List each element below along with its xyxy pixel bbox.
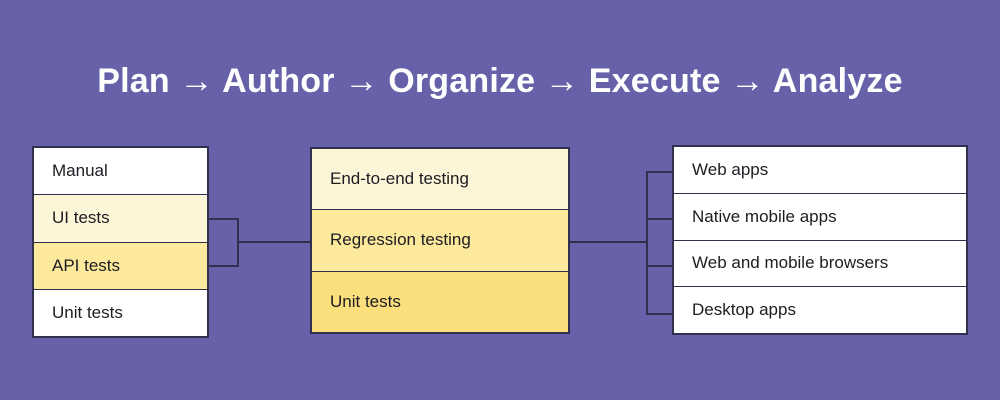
right-bracket-stub-web-apps	[646, 171, 674, 173]
diagram-title: Plan → Author → Organize → Execute → Ana…	[97, 62, 903, 100]
platforms-cell-web-and-mobile-browsers[interactable]: Web and mobile browsers	[674, 240, 966, 288]
right-bracket-stub-native-mobile	[646, 218, 674, 220]
test-types-cell-ui-tests[interactable]: UI tests	[34, 195, 207, 243]
right-bracket-stub-browsers	[646, 265, 674, 267]
test-types-column: Manual UI tests API tests Unit tests	[32, 146, 209, 338]
platforms-column: Web apps Native mobile apps Web and mobi…	[672, 145, 968, 335]
left-bracket-feed-line	[237, 241, 311, 243]
test-types-cell-manual[interactable]: Manual	[34, 148, 207, 196]
platforms-cell-native-mobile-apps[interactable]: Native mobile apps	[674, 193, 966, 241]
test-levels-cell-unit-tests[interactable]: Unit tests	[312, 271, 568, 332]
left-bracket-stub-api-tests	[209, 265, 239, 267]
right-bracket-spine	[646, 171, 648, 315]
test-levels-cell-regression-testing[interactable]: Regression testing	[312, 210, 568, 272]
right-bracket-feed-line	[570, 241, 648, 243]
right-bracket-stub-desktop-apps	[646, 313, 674, 315]
platforms-cell-web-apps[interactable]: Web apps	[674, 147, 966, 194]
test-types-cell-unit-tests[interactable]: Unit tests	[34, 289, 207, 336]
test-levels-cell-end-to-end-testing[interactable]: End-to-end testing	[312, 149, 568, 211]
platforms-cell-desktop-apps[interactable]: Desktop apps	[674, 287, 966, 333]
left-bracket-stub-ui-tests	[209, 218, 239, 220]
test-levels-column: End-to-end testing Regression testing Un…	[310, 147, 570, 334]
test-types-cell-api-tests[interactable]: API tests	[34, 242, 207, 290]
